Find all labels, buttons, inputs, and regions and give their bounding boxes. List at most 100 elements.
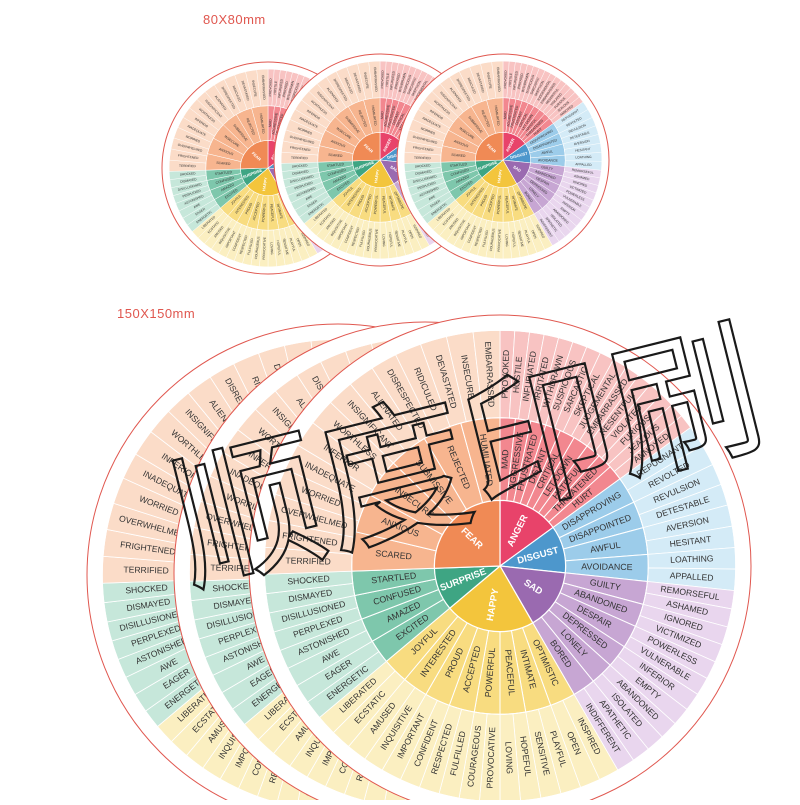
outer-label: PERPLEXED xyxy=(417,180,437,190)
middle-label: AVOIDANCE xyxy=(581,561,632,572)
outer-label: HOPEFUL xyxy=(276,240,282,256)
outer-label: SUSPICIOUS xyxy=(525,74,535,94)
outer-label: COURAGEOUS xyxy=(254,236,261,259)
outer-label: DETESTABLE xyxy=(569,130,590,140)
outer-label: TERRIFIED xyxy=(123,564,169,575)
middle-label: FRUSTRATED xyxy=(510,105,520,128)
middle-label: DISTANT xyxy=(515,111,524,126)
outer-label: AWE xyxy=(428,194,436,201)
outer-label: SHOCKED xyxy=(180,171,197,176)
middle-label: AWFUL xyxy=(541,149,553,155)
middle-label: ACCEPTED xyxy=(364,193,373,212)
outer-label: LOATHING xyxy=(575,155,592,160)
middle-label: INTIMATE xyxy=(388,195,396,212)
middle-label: AMAZED xyxy=(455,174,470,184)
outer-label: SARCASTIC xyxy=(406,76,417,95)
outer-label: OVERWHELMED xyxy=(412,135,438,145)
outer-label: DISILLUSIONED xyxy=(289,174,314,184)
outer-label: FRIGHTENED xyxy=(290,145,312,152)
outer-label: INSPIRED xyxy=(535,224,546,240)
outer-label: EAGER xyxy=(429,199,441,209)
outer-label: DISILLUSIONED xyxy=(412,174,437,184)
core-segment xyxy=(240,140,269,170)
outer-label: REMORSEFUL xyxy=(572,168,595,175)
outer-label: PERPLEXED xyxy=(294,180,314,190)
outer-label: PLAYFUL xyxy=(288,238,296,253)
core-segment xyxy=(475,132,504,162)
outer-label: TERRIFIED xyxy=(414,156,432,160)
outer-label: IRRITATED xyxy=(282,80,290,98)
outer-label: WITHDRAWN xyxy=(286,80,296,101)
core-label: FEAR xyxy=(486,143,497,154)
core-label: FEAR xyxy=(251,151,262,162)
middle-label: HUMILIATED xyxy=(494,105,501,126)
middle-label: SCARED xyxy=(451,153,466,158)
core-segment xyxy=(352,132,381,162)
middle-label: HURT xyxy=(533,127,543,136)
outer-label: AWE xyxy=(305,194,313,201)
outer-label: DISMAYED xyxy=(180,177,198,184)
core-segment xyxy=(499,499,554,568)
middle-label: ACCEPTED xyxy=(487,193,496,212)
outer-label: PROVOKED xyxy=(500,350,512,399)
outer-label: DISMAYED xyxy=(415,169,433,176)
outer-label: TERRIFIED xyxy=(291,156,309,160)
outer-label: FULFILLED xyxy=(247,237,255,255)
outer-label: CONFIDENT xyxy=(232,233,243,252)
outer-label: EMBARRASSED xyxy=(483,341,497,407)
outer-label: INSECURE xyxy=(363,72,370,89)
outer-label: SHOCKED xyxy=(212,580,255,593)
middle-label: PEACEFUL xyxy=(503,649,517,696)
middle-label: CONFUSED xyxy=(450,168,470,177)
middle-label: STARTLED xyxy=(327,162,345,168)
middle-label: MAD xyxy=(380,111,384,119)
outer-label: SUSPICIOUS xyxy=(402,74,412,94)
outer-label: LOVING xyxy=(503,741,514,774)
middle-label: HUMILIATED xyxy=(371,105,378,126)
outer-label: HOSTILE xyxy=(508,73,513,87)
outer-label: OVERWHELMED xyxy=(177,143,203,153)
middle-label: AGGRESSIVE xyxy=(271,112,279,135)
core-segment xyxy=(448,565,534,633)
outer-label: SENSITIVE xyxy=(282,238,290,255)
middle-label: AGGRESSIVE xyxy=(506,104,514,127)
outer-label: PROVOKED xyxy=(503,70,508,89)
core-label: ANGER xyxy=(505,137,516,152)
middle-label: AVOIDANCE xyxy=(538,158,559,162)
outer-label: SARCASTIC xyxy=(529,76,540,95)
middle-label: MAD xyxy=(499,449,510,469)
outer-label: PROVOCATIVE xyxy=(497,229,502,252)
middle-label: ANXIOUS xyxy=(218,147,234,156)
core-label: SAD xyxy=(512,164,522,173)
outer-label: PROVOCATIVE xyxy=(374,229,379,252)
core-label: HAPPY xyxy=(373,169,380,184)
outer-label: COURAGEOUS xyxy=(366,228,373,251)
outer-label: SHOCKED xyxy=(287,573,330,586)
outer-label: EMBARRASSED xyxy=(261,75,266,100)
middle-label: SCARED xyxy=(375,548,412,562)
outer-label: SKEPTICAL xyxy=(534,79,546,97)
outer-label: FRIGHTENED xyxy=(178,153,200,160)
middle-label: REJECTED xyxy=(245,118,256,137)
outer-label: EAGER xyxy=(194,207,206,217)
outer-label: CONFIDENT xyxy=(344,225,355,244)
middle-label: STARTLED xyxy=(215,170,233,176)
ring-border xyxy=(440,97,566,223)
middle-label: PEACEFUL xyxy=(269,204,275,222)
outer-label: WORRIED xyxy=(297,126,313,136)
outer-label: RESPECTED xyxy=(239,234,249,254)
outer-label: HOPEFUL xyxy=(388,232,394,248)
outer-label: COURAGEOUS xyxy=(489,228,496,251)
outer-label: EMBARRASSED xyxy=(496,67,501,92)
middle-label: POWERFUL xyxy=(496,195,502,215)
outer-label: AMUSED xyxy=(448,217,460,231)
outer-label: PROVOCATIVE xyxy=(485,727,498,789)
middle-label: POWERFUL xyxy=(261,203,267,223)
outer-label: FULFILLED xyxy=(482,229,490,247)
middle-label: FRUSTRATED xyxy=(275,113,285,136)
outer-label: SHOCKED xyxy=(125,582,168,595)
middle-label: AGGRESSIVE xyxy=(383,104,391,127)
core-segment xyxy=(498,565,566,624)
